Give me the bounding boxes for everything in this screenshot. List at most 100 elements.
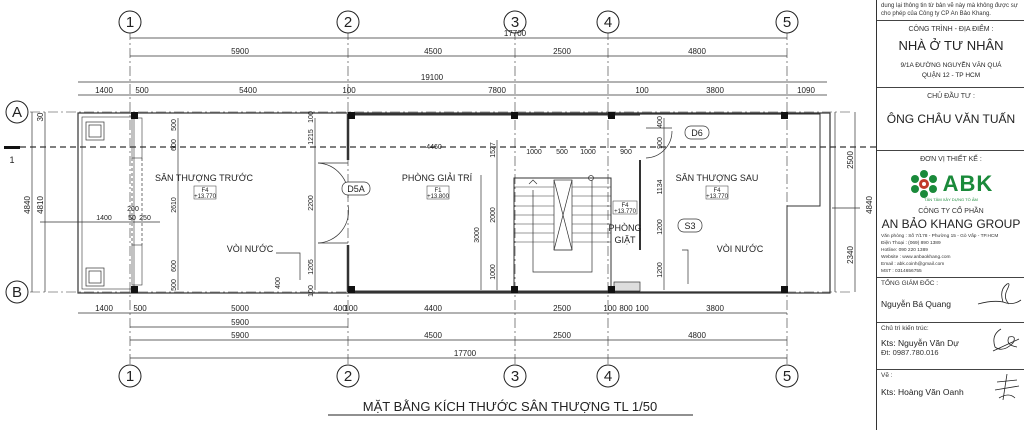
- project-label: CÔNG TRÌNH - ĐỊA ĐIỂM :: [908, 26, 994, 33]
- dim-bottom-detail: 5000: [231, 304, 249, 313]
- architect-label: Chủ trì kiến trúc:: [881, 325, 929, 332]
- contact-email: Email : abk.coinh@gmail.com: [881, 262, 945, 267]
- brand-name: ABK: [942, 171, 994, 196]
- axis-label-4-bottom: 4: [604, 368, 612, 385]
- dim-top-total: 19100: [421, 73, 444, 82]
- dim-bottom-grid: 4500: [424, 331, 442, 340]
- dim-inner: 2000: [490, 207, 497, 223]
- abk-flower-logo-icon: [910, 170, 937, 198]
- dim-inner: 900: [620, 149, 632, 156]
- dim-bottom-detail: 100: [603, 304, 617, 313]
- drawer-section: Vẽ : Kts: Hoàng Văn Oanh: [877, 370, 1024, 408]
- door-tag-s3: S3: [684, 221, 695, 231]
- dim-inner: 1200: [657, 262, 664, 278]
- dim-top-detail: 1400: [95, 86, 113, 95]
- architect-signature-icon: [992, 328, 1020, 352]
- architect-phone: Đt: 0987.780.016: [881, 348, 939, 357]
- dim-inner: 1000: [580, 149, 596, 156]
- dim-right-4840: 4840: [865, 196, 874, 214]
- dim-bottom-detail: 4400: [424, 304, 442, 313]
- drawer-name: Kts: Hoàng Văn Oanh: [881, 387, 964, 397]
- dim-left-30: 30: [36, 112, 45, 121]
- dim-inner: 1527: [490, 142, 497, 158]
- dim-bottom-detail: 500: [133, 304, 147, 313]
- title-block: dung lại thông tin từ bản vẽ này mà khôn…: [876, 0, 1024, 430]
- dim-bottom-detail: 3800: [706, 304, 724, 313]
- dim-left-4810: 4810: [36, 196, 45, 214]
- dim-inner: 500: [171, 279, 178, 291]
- level-tag-code: F4: [713, 188, 721, 194]
- dim-right-2500: 2500: [846, 151, 855, 169]
- axis-label-A: A: [12, 104, 22, 121]
- contact-hotline: Hotline: 090 220 1389: [881, 248, 928, 253]
- company-contact: Văn phòng : Số 7/178 - Phường 15 - Gò Vấ…: [881, 233, 1021, 275]
- dim-inner: 100: [308, 285, 315, 297]
- company-logo: ABK: [881, 169, 1021, 199]
- dim-inner: 200: [127, 206, 139, 213]
- dim-inner: 2610: [171, 197, 178, 213]
- axis-label-5: 5: [783, 14, 791, 31]
- floor-plan-drawing: 1 2 3 4 5 1 2 3 4 5 A B 1 1 17700 5900 4…: [4, 10, 876, 416]
- room-label-front-terrace: SÂN THƯỢNG TRƯỚC: [155, 173, 253, 183]
- room-label-rear-terrace: SÂN THƯỢNG SAU: [676, 173, 759, 183]
- dim-inner: 250: [139, 215, 151, 222]
- dim-top-grid-4: 4800: [688, 47, 706, 56]
- contact-phone: Điện Thoại : (069) 890 1389: [881, 241, 941, 246]
- dim-bottom-grid: 4800: [688, 331, 706, 340]
- axis-label-3: 3: [511, 14, 519, 31]
- axis-label-5-bottom: 5: [783, 368, 791, 385]
- dim-inner: 1000: [526, 149, 542, 156]
- director-signature-icon: [977, 283, 1022, 305]
- dim-inner: 4460: [426, 144, 442, 151]
- dim-top-overall: 17700: [504, 29, 527, 38]
- director-label: TỔNG GIÁM ĐỐC :: [881, 280, 939, 287]
- dim-top-detail: 1090: [797, 86, 815, 95]
- director-name: Nguyễn Bá Quang: [881, 299, 951, 309]
- copyright-note: dung lại thông tin từ bản vẽ này mà khôn…: [881, 3, 1018, 17]
- dim-inner: 3000: [474, 227, 481, 243]
- dim-bottom-grid: 5900: [231, 331, 249, 340]
- dim-top-grid-2: 4500: [424, 47, 442, 56]
- architect-section: Chủ trì kiến trúc: Kts: Nguyễn Văn Dự Đt…: [877, 323, 1024, 370]
- brand-slogan: TÂN TÂM XÂY DỰNG TỔ ẤM: [924, 197, 978, 202]
- dim-bottom-grid: 2500: [553, 331, 571, 340]
- dim-bottom-sub: 5900: [231, 318, 249, 327]
- dim-bottom-detail: 100: [635, 304, 649, 313]
- address-line-2: QUẬN 12 - TP HCM: [921, 72, 981, 79]
- dim-bottom-overall: 17700: [454, 349, 477, 358]
- dim-inner: 400: [657, 116, 664, 128]
- dim-inner: 1400: [96, 215, 112, 222]
- dim-top-detail: 5400: [239, 86, 257, 95]
- dim-top-grid-1: 5900: [231, 47, 249, 56]
- project-name: NHÀ Ở TƯ NHÂN: [898, 38, 1004, 53]
- level-tag-value: +13.800: [427, 194, 450, 200]
- dim-inner: 600: [171, 139, 178, 151]
- level-tag-code: F4: [621, 203, 629, 209]
- owner-label: CHỦ ĐẦU TƯ :: [927, 93, 975, 100]
- dim-inner: 1200: [657, 219, 664, 235]
- dim-inner: 1000: [490, 264, 497, 280]
- axis-label-2-bottom: 2: [344, 368, 352, 385]
- level-tag-code: F1: [434, 188, 442, 194]
- dim-inner: 2200: [308, 195, 315, 211]
- dim-bottom-detail: 800: [619, 304, 633, 313]
- dim-inner: 1205: [308, 259, 315, 275]
- fixture-faucet-front: VÒI NƯỚC: [227, 244, 274, 254]
- owner-section: CHỦ ĐẦU TƯ : ÔNG CHÂU VĂN TUẤN: [877, 88, 1024, 151]
- dim-inner: 1134: [657, 179, 664, 194]
- contact-office: Văn phòng : Số 7/178 - Phường 15 - Gò Vấ…: [881, 234, 999, 239]
- address-line-1: 9/1A ĐƯỜNG NGUYỄN VĂN QUÁ: [900, 62, 1002, 69]
- room-label-entertainment: PHÒNG GIẢI TRÍ: [402, 172, 473, 183]
- dim-bottom-detail: 400: [333, 304, 347, 313]
- director-section: TỔNG GIÁM ĐỐC : Nguyễn Bá Quang: [877, 278, 1024, 323]
- designer-section: ĐƠN VỊ THIẾT KẾ : ABK TÂN TÂM XÂY DỰNG T…: [877, 151, 1024, 278]
- door-tag-d5a: D5A: [347, 184, 365, 194]
- contact-tax-id: MST : 0314656755: [881, 269, 922, 274]
- door-tag-d6: D6: [691, 128, 703, 138]
- project-section: CÔNG TRÌNH - ĐỊA ĐIỂM : NHÀ Ở TƯ NHÂN 9/…: [877, 21, 1024, 88]
- dim-inner: 900: [657, 137, 664, 149]
- dim-right-2340: 2340: [846, 246, 855, 264]
- level-tag-value: +13.770: [614, 209, 637, 215]
- dim-top-grid-3: 2500: [553, 47, 571, 56]
